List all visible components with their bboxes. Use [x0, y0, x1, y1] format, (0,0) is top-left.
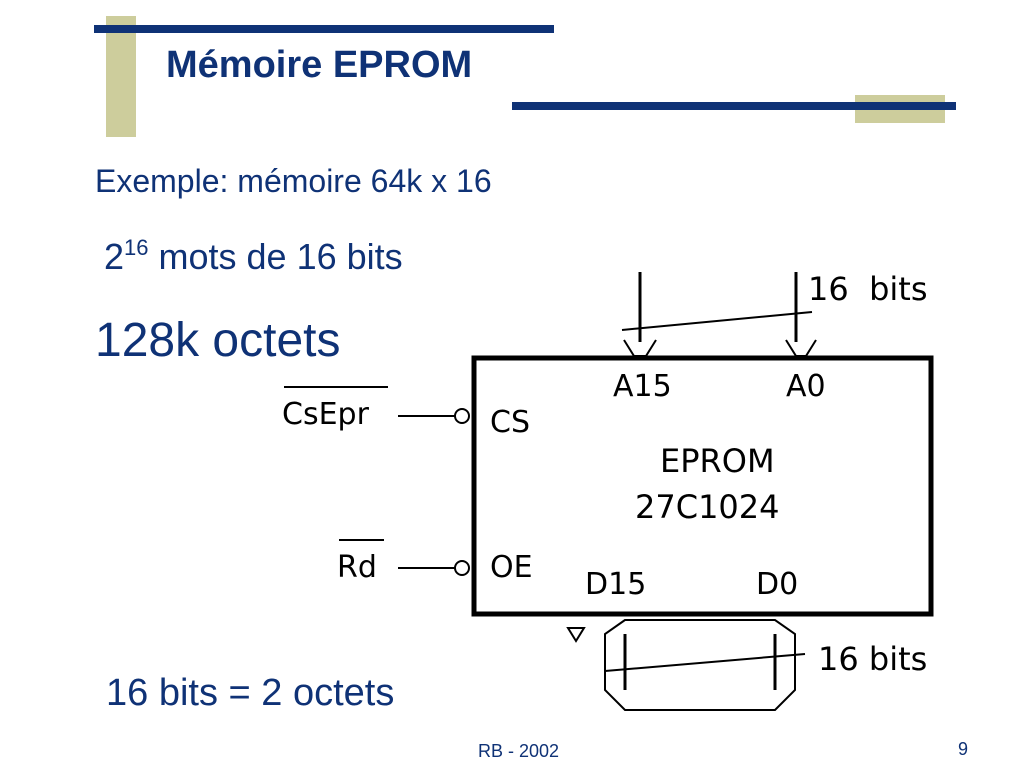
page-number: 9 [958, 739, 969, 759]
pin-cs-label: CS [490, 405, 530, 440]
words-exponent: 16 [124, 235, 149, 260]
words-rest: mots de 16 bits [148, 236, 403, 277]
addr-arrow-left [623, 339, 657, 357]
chip-body [471, 355, 934, 617]
data-lsb-label: D0 [756, 567, 798, 602]
tristate-triangle-icon [566, 627, 586, 643]
addr-arrow-right [785, 339, 817, 357]
addr-msb-label: A15 [613, 369, 672, 404]
rule-top [94, 25, 554, 33]
page-title: Mémoire EPROM [166, 44, 473, 86]
addr-lsb-label: A0 [786, 369, 826, 404]
words-base: 2 [104, 236, 125, 277]
data-bus-width-label: 16 bits [818, 640, 927, 678]
words-text: 216 mots de 16 bits [104, 236, 403, 278]
oe-inversion-bubble [454, 560, 470, 576]
data-msb-label: D15 [585, 567, 646, 602]
signal-cs-label: CsEpr [282, 397, 370, 432]
addr-bus-slash [621, 311, 813, 331]
addr-bus-width-label: 16 bits [808, 270, 927, 308]
accent-bar-vertical [106, 16, 136, 137]
chip-part-label: 27C1024 [635, 488, 780, 526]
chip-name-label: EPROM [660, 442, 775, 480]
signal-rd-label: Rd [337, 550, 377, 585]
example-text: Exemple: mémoire 64k x 16 [95, 163, 492, 199]
data-bus-slash [604, 653, 806, 672]
cs-inversion-bubble [454, 408, 470, 424]
bits-equation-text: 16 bits = 2 octets [106, 672, 395, 714]
pin-oe-label: OE [490, 550, 533, 585]
bytes-text: 128k octets [95, 314, 341, 367]
footer-text: RB - 2002 [478, 741, 560, 761]
rule-bottom [512, 102, 956, 110]
data-bus-shape [604, 619, 796, 711]
